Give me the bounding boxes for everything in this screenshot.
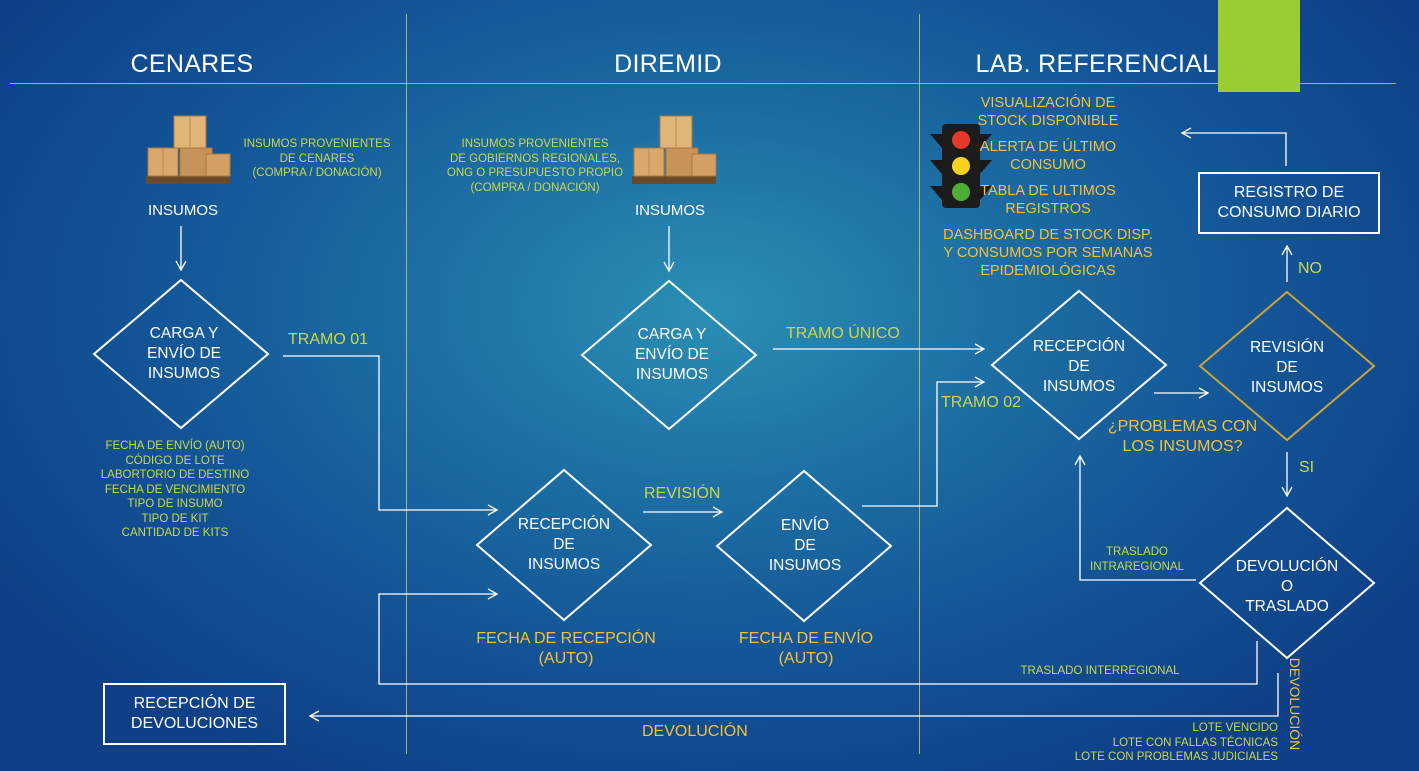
- diremid-fecha-envio: FECHA DE ENVÍO (AUTO): [738, 630, 874, 667]
- edge-label-no: NO: [1298, 260, 1322, 277]
- diremid-recepcion-text: RECEPCIÓN DE INSUMOS: [517, 516, 611, 573]
- diremid-envio-text: ENVÍO DE INSUMOS: [768, 517, 842, 574]
- diamond-envio-diremid: [715, 469, 893, 623]
- diamond-recepcion-diremid: [475, 468, 653, 622]
- cenares-fields: FECHA DE ENVÍO (AUTO) CÓDIGO DE LOTE LAB…: [100, 440, 250, 539]
- accent-block: [1218, 0, 1300, 92]
- lab-revision-text: REVISIÓN DE INSUMOS: [1249, 339, 1325, 396]
- lane-title-diremid: DIREMID: [614, 50, 722, 78]
- edge-label-devolucion: DEVOLUCIÓN: [642, 723, 748, 740]
- edge-label-tramo02: TRAMO 02: [941, 394, 1022, 411]
- lane-divider-1: [406, 14, 407, 754]
- lab-devolucion-vertical: DEVOLUCIÓN: [1287, 657, 1303, 751]
- registro-consumo-box: REGISTRO DE CONSUMO DIARIO: [1198, 172, 1380, 234]
- diamond-recepcion-lab: [990, 289, 1168, 441]
- recepcion-devoluciones-box: RECEPCIÓN DE DEVOLUCIONES: [103, 683, 286, 745]
- lab-devolucion-text: DEVOLUCIÓN O TRASLADO: [1235, 558, 1339, 615]
- diremid-carga-text: CARGA Y ENVÍO DE INSUMOS: [634, 326, 710, 383]
- cenares-insumos-note: INSUMOS PROVENIENTES DE CENARES (COMPRA …: [243, 138, 391, 179]
- lane-divider-2: [919, 14, 920, 754]
- boxes-icon: [146, 115, 231, 184]
- lab-traslado-inter: TRASLADO INTERREGIONAL: [1020, 665, 1180, 677]
- diamond-devolucion-lab: [1198, 506, 1376, 660]
- diremid-insumos-note: INSUMOS PROVENIENTES DE GOBIERNOS REGION…: [446, 138, 624, 194]
- header-divider: [10, 83, 1396, 84]
- lab-traslado-intra: TRASLADO INTRAREGIONAL: [1090, 546, 1184, 573]
- diremid-insumos-label: INSUMOS: [634, 202, 705, 219]
- diamond-revision-lab: [1198, 290, 1376, 442]
- lab-reasons: LOTE VENCIDO LOTE CON FALLAS TÉCNICAS LO…: [1074, 722, 1278, 763]
- edge-label-tramo-unico: TRAMO ÚNICO: [786, 325, 900, 342]
- lab-recepcion-text: RECEPCIÓN DE INSUMOS: [1032, 338, 1126, 395]
- lane-title-lab: LAB. REFERENCIAL: [975, 50, 1217, 78]
- cenares-carga-text: CARGA Y ENVÍO DE INSUMOS: [146, 325, 222, 382]
- edge-label-revision: REVISIÓN: [644, 485, 721, 502]
- diamond-carga-cenares: [92, 278, 270, 430]
- diamond-carga-diremid: [580, 279, 758, 431]
- diremid-fecha-recepcion: FECHA DE RECEPCIÓN (AUTO): [476, 630, 656, 667]
- edge-label-tramo01: TRAMO 01: [288, 331, 369, 348]
- boxes-icon: [632, 115, 717, 184]
- lab-problemas-question: ¿PROBLEMAS CON LOS INSUMOS?: [1107, 418, 1258, 455]
- lane-title-cenares: CENARES: [130, 50, 254, 78]
- lab-dashboard-items: VISUALIZACIÓN DE STOCK DISPONIBLE ALERTA…: [943, 95, 1153, 279]
- traffic-light-icon: [930, 124, 992, 208]
- cenares-insumos-label: INSUMOS: [147, 202, 218, 219]
- edge-label-si: SI: [1299, 459, 1315, 476]
